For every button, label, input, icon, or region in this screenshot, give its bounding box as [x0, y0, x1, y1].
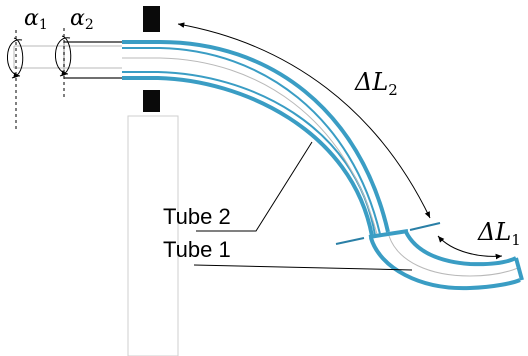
- tube-1-label: Tube 1: [163, 237, 231, 262]
- tube-1: [369, 231, 524, 291]
- delta-l1-label: ΔL1: [477, 218, 521, 249]
- delta-l2-arrow: [177, 22, 431, 219]
- tube-2-end-cap: [368, 229, 409, 239]
- tube-2-leader: [196, 141, 313, 232]
- support-block-top: [143, 6, 160, 32]
- proximal-rods: [13, 41, 122, 79]
- delta-l2-label: ΔL2: [354, 68, 398, 99]
- marker-right: [409, 222, 441, 231]
- tube-1-end-cap: [514, 257, 524, 281]
- support-block-bottom: [143, 90, 160, 112]
- tube-2-label: Tube 2: [163, 204, 231, 229]
- alpha2-label: α2: [70, 6, 94, 33]
- delta-l1-arrow: [437, 235, 503, 260]
- marker-left: [335, 237, 365, 245]
- support-stand: [127, 115, 179, 356]
- tube-1-leader: [193, 264, 413, 271]
- alpha1-label: α1: [24, 6, 48, 33]
